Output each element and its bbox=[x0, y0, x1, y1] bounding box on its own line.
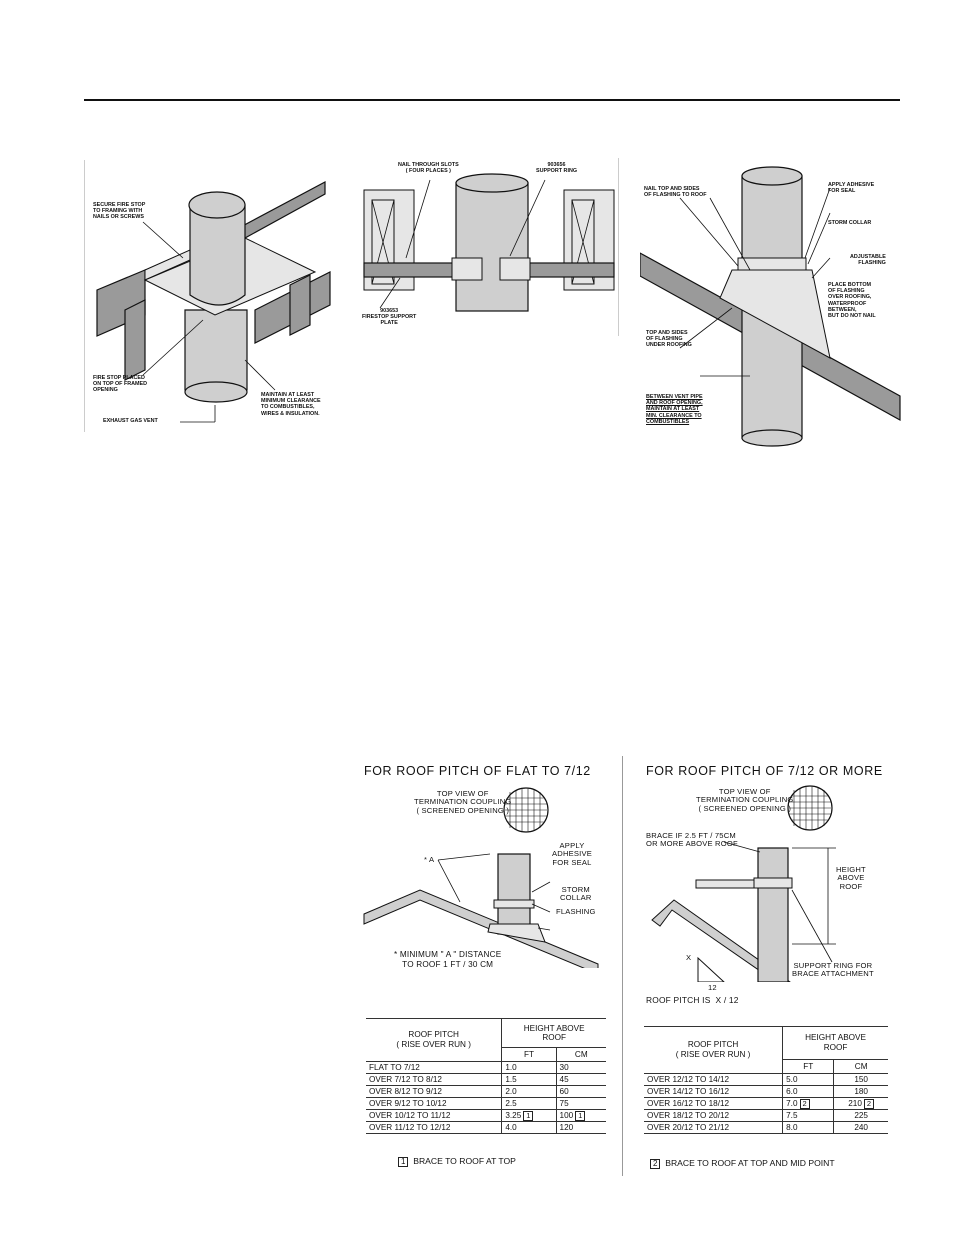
support-ring-label: SUPPORT RING FOR BRACE ATTACHMENT bbox=[792, 961, 874, 979]
support-plate-drawing bbox=[363, 173, 615, 312]
panel-title: FOR ROOF PITCH OF FLAT TO 7/12 bbox=[364, 764, 591, 778]
header-cm: CM bbox=[833, 1059, 888, 1074]
figure-firestop-support-plate: NAIL THROUGH SLOTS ( FOUR PLACES ) 90365… bbox=[360, 158, 619, 336]
brace-label: BRACE IF 2.5 FT / 75CM OR MORE ABOVE ROO… bbox=[646, 831, 738, 849]
fire-stop-drawing bbox=[96, 181, 331, 423]
nail-through-slots-label: NAIL THROUGH SLOTS ( FOUR PLACES ) bbox=[398, 162, 459, 175]
exhaust-gas-vent-label: EXHAUST GAS VENT bbox=[103, 418, 158, 424]
x-label: X bbox=[686, 953, 692, 962]
height-above-roof-label: HEIGHT ABOVE ROOF bbox=[836, 865, 866, 891]
panel-roof-pitch-steep: FOR ROOF PITCH OF 7/12 OR MORE TOP VIEW … bbox=[632, 756, 896, 1176]
header-ft: FT bbox=[782, 1059, 834, 1074]
header-pitch: ROOF PITCH ( RISE OVER RUN ) bbox=[644, 1026, 783, 1074]
figure-roof-flashing: NAIL TOP AND SIDES OF FLASHING TO ROOF A… bbox=[639, 158, 908, 448]
footnote: 1 BRACE TO ROOF AT TOP bbox=[396, 1156, 516, 1167]
header-ft: FT bbox=[501, 1047, 557, 1062]
adjustable-flashing-label: ADJUSTABLE FLASHING bbox=[850, 254, 886, 267]
panel-title: FOR ROOF PITCH OF 7/12 OR MORE bbox=[646, 764, 883, 778]
header-height: HEIGHT ABOVE ROOF bbox=[782, 1025, 888, 1061]
twelve-label: 12 bbox=[708, 983, 717, 992]
a-distance-mark: * A bbox=[424, 855, 435, 864]
fire-stop-placed-label: FIRE STOP PLACED ON TOP OF FRAMED OPENIN… bbox=[93, 375, 148, 394]
roof-pitch-table-flat: ROOF PITCH ( RISE OVER RUN ) HEIGHT ABOV… bbox=[366, 1017, 606, 1134]
apply-adhesive-label: APPLY ADHESIVE FOR SEAL bbox=[828, 182, 875, 195]
flashing-label: FLASHING bbox=[556, 907, 596, 916]
storm-collar-label: STORM COLLAR bbox=[560, 885, 592, 903]
roof-pitch-drawing bbox=[363, 787, 599, 968]
roof-flashing-drawing bbox=[639, 166, 901, 447]
storm-collar-label: STORM COLLAR bbox=[828, 220, 872, 226]
support-ring-label: 903656 SUPPORT RING bbox=[536, 162, 578, 175]
top-sides-under-label: TOP AND SIDES OF FLASHING UNDER ROOFING bbox=[646, 330, 692, 349]
header-rule bbox=[84, 99, 900, 101]
steep-roof-drawing bbox=[651, 785, 836, 982]
between-vent-label: BETWEEN VENT PIPE AND ROOF OPENING, MAIN… bbox=[646, 394, 703, 425]
maintain-clearance-label: MAINTAIN AT LEAST MINIMUM CLEARANCE TO C… bbox=[261, 392, 321, 417]
roof-pitch-is-label: ROOF PITCH IS X / 12 bbox=[646, 995, 739, 1005]
brace-note-box: 2 bbox=[863, 1098, 875, 1109]
top-view-label: TOP VIEW OF TERMINATION COUPLING ( SCREE… bbox=[414, 789, 512, 815]
brace-note-box: 1 bbox=[575, 1110, 586, 1121]
panel-roof-pitch-flat: FOR ROOF PITCH OF FLAT TO 7/12 TOP VIEW … bbox=[350, 756, 623, 1176]
secure-fire-stop-label: SECURE FIRE STOP TO FRAMING WITH NAILS O… bbox=[93, 202, 146, 221]
footnote: 2 BRACE TO ROOF AT TOP AND MID POINT bbox=[648, 1158, 835, 1169]
figure-fire-stop-framing: SECURE FIRE STOP TO FRAMING WITH NAILS O… bbox=[84, 160, 337, 432]
brace-note-box: 1 bbox=[523, 1110, 534, 1121]
header-height: HEIGHT ABOVE ROOF bbox=[501, 1017, 606, 1049]
minimum-a-note: * MINIMUM " A " DISTANCE TO ROOF 1 FT / … bbox=[394, 950, 502, 969]
place-bottom-label: PLACE BOTTOM OF FLASHING OVER ROOFING, W… bbox=[828, 282, 876, 320]
apply-adhesive-label: APPLY ADHESIVE FOR SEAL bbox=[552, 841, 593, 867]
firestop-support-plate-label: 903653 FIRESTOP SUPPORT PLATE bbox=[362, 308, 417, 327]
header-pitch: ROOF PITCH ( RISE OVER RUN ) bbox=[366, 1018, 502, 1062]
roof-pitch-table-steep: ROOF PITCH ( RISE OVER RUN ) HEIGHT ABOV… bbox=[644, 1025, 888, 1134]
nail-top-sides-label: NAIL TOP AND SIDES OF FLASHING TO ROOF bbox=[644, 186, 707, 199]
brace-note-box: 2 bbox=[799, 1098, 810, 1109]
top-view-label: TOP VIEW OF TERMINATION COUPLING ( SCREE… bbox=[696, 787, 794, 813]
header-cm: CM bbox=[555, 1047, 606, 1062]
